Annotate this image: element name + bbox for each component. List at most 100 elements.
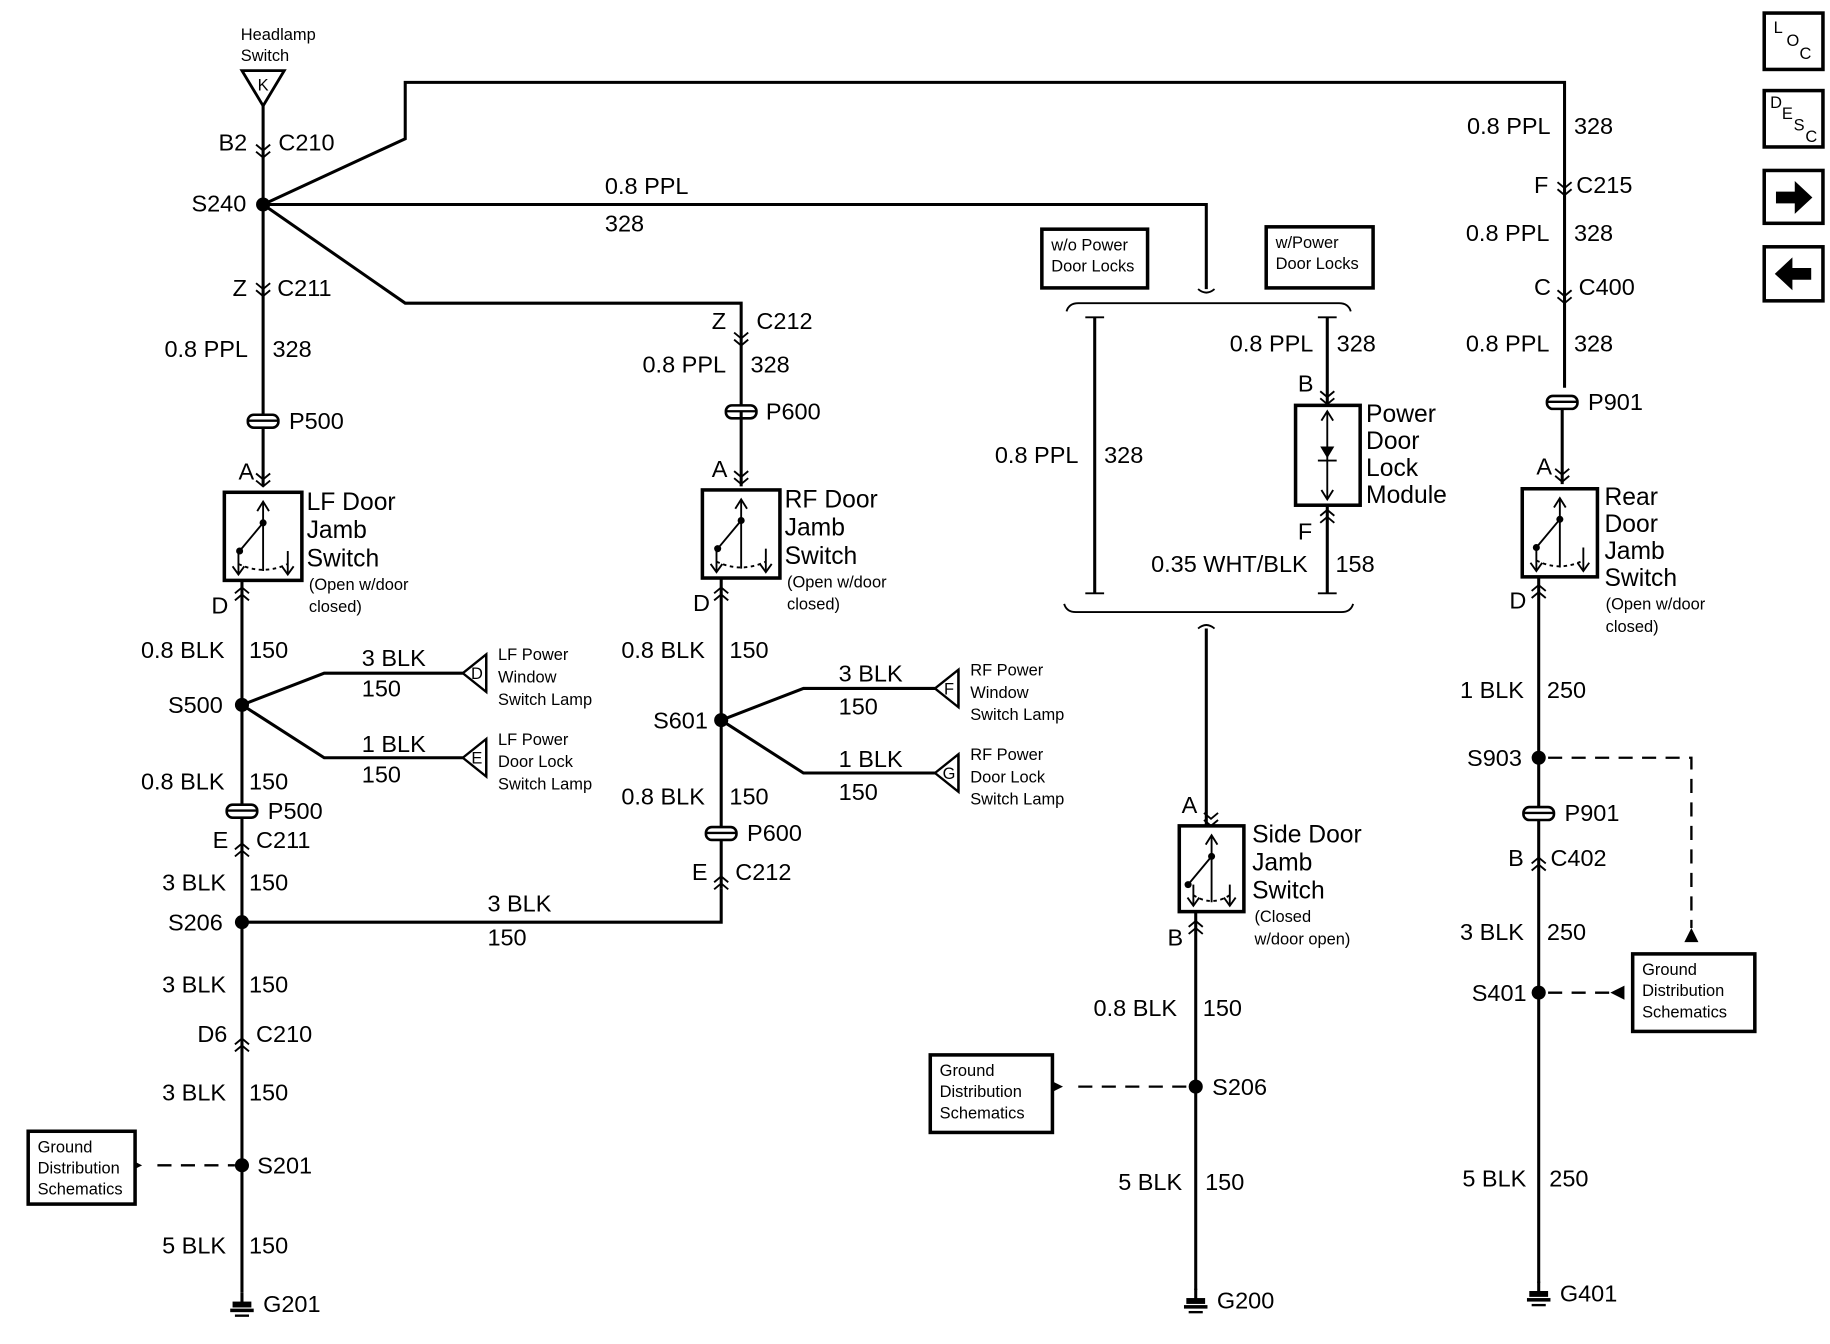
desc-button-frame: [1762, 88, 1825, 149]
terminal-chevron: [1556, 289, 1573, 298]
splice-s903-label: S903: [1467, 745, 1522, 771]
rear-switch-note: (Open w/door: [1606, 596, 1706, 614]
switch-blade: [1535, 518, 1561, 549]
ground-bar-2: [1183, 1305, 1208, 1309]
rf-lock-lamp-label: Door Lock: [970, 768, 1046, 786]
switch-contact: [1532, 543, 1540, 552]
next-page-button[interactable]: [1762, 168, 1825, 226]
connector-c210-top: C210: [278, 129, 334, 155]
rf-window-lamp-label: RF Power: [970, 662, 1044, 680]
wire-s206-rf-gauge: 3 BLK: [487, 891, 551, 917]
wire-rear-gauge-1: 0.8 PPL: [1467, 113, 1551, 139]
ground-ref-right: [1630, 952, 1757, 1034]
wire-rf-feed: [262, 203, 743, 407]
terminal-chevron: [713, 882, 729, 891]
wire-wo-gauge: 0.8 PPL: [995, 442, 1079, 468]
ground-ref-center-text: Distribution: [940, 1083, 1022, 1101]
loc-letter: C: [1799, 45, 1811, 63]
wire-side-5blk-circuit: 150: [1205, 1169, 1244, 1195]
desc-letter: D: [1770, 94, 1782, 112]
option-with-power-locks-text: w/Power: [1275, 234, 1340, 252]
terminal-chevron: [713, 875, 729, 883]
terminal-chevron: [733, 470, 749, 479]
wire-rf-window-lamp: [720, 686, 935, 722]
wire-rear-3blk-circuit: 250: [1547, 919, 1586, 945]
terminal-d6-c210: [234, 1037, 250, 1053]
wire-side-bracket: [1197, 288, 1216, 294]
terminal-chevron: [1188, 926, 1204, 935]
terminal-chevron: [255, 282, 271, 291]
module-diode: [1320, 446, 1335, 459]
pin-a-rf: A: [712, 456, 728, 482]
terminal-chevron: [234, 1044, 250, 1053]
wire-rear-circuit-3: 328: [1574, 330, 1613, 356]
terminal-z-c212: [733, 331, 749, 347]
left-arrow-icon: [1774, 257, 1812, 291]
switch-arrow: [256, 499, 270, 512]
rf-switch-note: (Open w/door: [787, 573, 887, 591]
connector-c211-top: C211: [277, 275, 331, 301]
lamp-pin-label: F: [944, 680, 954, 698]
connector-c211-bottom: C211: [256, 827, 310, 853]
terminal-d-rf: [713, 586, 729, 602]
pin-a-side: A: [1182, 792, 1198, 818]
ground-ref-right-text: Schematics: [1642, 1003, 1727, 1021]
wire-lf-5blk-circuit: 150: [249, 1232, 288, 1258]
previous-page-button[interactable]: [1762, 245, 1825, 303]
terminal-chevron: [733, 477, 749, 486]
inline-p600-bottom: [704, 825, 738, 842]
rear-switch-title: Switch: [1604, 565, 1677, 592]
switch-contact: [1184, 881, 1192, 889]
switch-arrow-left: [1529, 562, 1543, 573]
terminal-a-rf: [733, 470, 749, 486]
wire-rf-lock-circuit: 150: [839, 779, 878, 805]
desc-letter: S: [1794, 117, 1805, 135]
pin-b-module: B: [1298, 370, 1314, 396]
rf-switch-title: Switch: [785, 543, 858, 570]
lamp-pin-label: E: [471, 750, 482, 768]
switch-arrow-right: [1576, 562, 1590, 573]
rear-switch-title: Door: [1604, 511, 1657, 538]
ground-ref-left-text: Schematics: [38, 1181, 123, 1199]
wire-s206-to-rf: [241, 888, 723, 924]
ground-bar-3: [234, 1314, 250, 1317]
terminal-f-module: [1319, 508, 1335, 524]
splice-s240-label: S240: [191, 191, 246, 217]
pin-z-rf: Z: [712, 308, 726, 334]
switch-arrow-right: [759, 563, 773, 574]
terminal-chevron: [1203, 812, 1219, 821]
option-without-power-locks: [1040, 227, 1150, 290]
side-switch-note: w/door open): [1253, 931, 1350, 949]
headlamp-switch-label: Switch: [241, 47, 289, 65]
terminal-chevron: [1554, 475, 1570, 483]
wire-lf-circuit: 328: [273, 336, 312, 362]
wire-lf-window-circuit: 150: [362, 676, 401, 702]
splice-s206-right-label: S206: [1212, 1074, 1267, 1100]
rear-door-jamb-switch: [1520, 487, 1600, 579]
wire-rear-circuit-2: 328: [1574, 220, 1613, 246]
lf-window-lamp-label: LF Power: [498, 646, 569, 664]
rf-switch-title: Jamb: [785, 515, 845, 542]
power-door-lock-module-label: Lock: [1366, 455, 1419, 482]
wire-lf-blk-lower-gauge: 0.8 BLK: [141, 768, 225, 794]
pin-b-c402: B: [1508, 845, 1524, 871]
terminal-chevron: [1531, 863, 1547, 872]
wire-rf-window-circuit: 150: [839, 693, 878, 719]
side-switch-title: Side Door: [1252, 821, 1362, 848]
p600-bottom-label: P600: [747, 820, 802, 846]
connector-c215: C215: [1576, 172, 1632, 198]
terminal-chevron: [1556, 296, 1573, 305]
lf-lock-lamp-label: LF Power: [498, 731, 569, 749]
loc-button[interactable]: LOC: [1762, 11, 1825, 72]
terminal-d-lf: [234, 586, 250, 602]
wire-lf-blk-circuit: 150: [249, 637, 288, 663]
rear-switch-title: Rear: [1604, 484, 1657, 511]
terminal-chevron: [234, 842, 250, 851]
ground-g201: [230, 1292, 254, 1317]
terminal-chevron: [713, 586, 729, 595]
wire-lf-blk-lower-circuit: 150: [249, 768, 288, 794]
wire-rf-blk-circuit: 150: [729, 637, 768, 663]
switch-arrow: [1204, 833, 1219, 846]
